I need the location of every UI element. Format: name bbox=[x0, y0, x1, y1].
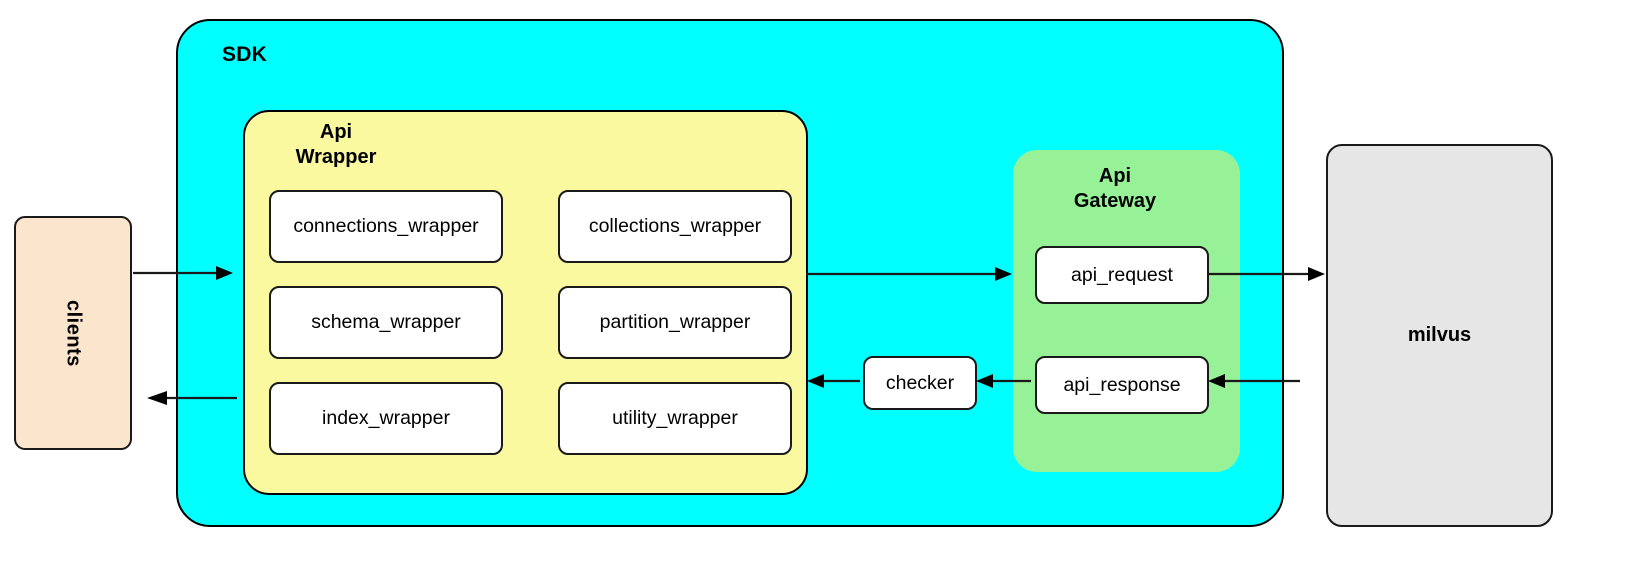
milvus-label: milvus bbox=[1407, 324, 1472, 346]
clients-label: clients bbox=[62, 299, 85, 367]
milvus-box[interactable]: milvus bbox=[1326, 144, 1553, 527]
api-gateway-label-line2: Gateway bbox=[1073, 190, 1157, 212]
api-wrapper-label-line1: Api bbox=[319, 121, 353, 143]
api-wrapper-label-line2: Wrapper bbox=[295, 146, 377, 168]
node-api-request[interactable]: api_request bbox=[1035, 246, 1209, 304]
api-wrapper-container[interactable]: Api Wrapper connections_wrapper collecti… bbox=[243, 110, 808, 495]
sdk-label: SDK bbox=[222, 43, 267, 66]
clients-box[interactable]: clients bbox=[14, 216, 132, 450]
node-checker[interactable]: checker bbox=[863, 356, 977, 410]
api-wrapper-label: Api Wrapper bbox=[261, 120, 411, 170]
sdk-container[interactable]: SDK Api Wrapper connections_wrapper coll… bbox=[176, 19, 1284, 527]
node-schema-wrapper[interactable]: schema_wrapper bbox=[269, 286, 503, 359]
node-collections-wrapper[interactable]: collections_wrapper bbox=[558, 190, 792, 263]
node-partition-wrapper[interactable]: partition_wrapper bbox=[558, 286, 792, 359]
node-index-wrapper[interactable]: index_wrapper bbox=[269, 382, 503, 455]
node-connections-wrapper[interactable]: connections_wrapper bbox=[269, 190, 503, 263]
node-utility-wrapper[interactable]: utility_wrapper bbox=[558, 382, 792, 455]
api-gateway-label: Api Gateway bbox=[1035, 164, 1195, 214]
node-api-response[interactable]: api_response bbox=[1035, 356, 1209, 414]
api-gateway-container[interactable]: Api Gateway api_request api_response bbox=[1013, 150, 1240, 472]
api-gateway-label-line1: Api bbox=[1098, 165, 1132, 187]
